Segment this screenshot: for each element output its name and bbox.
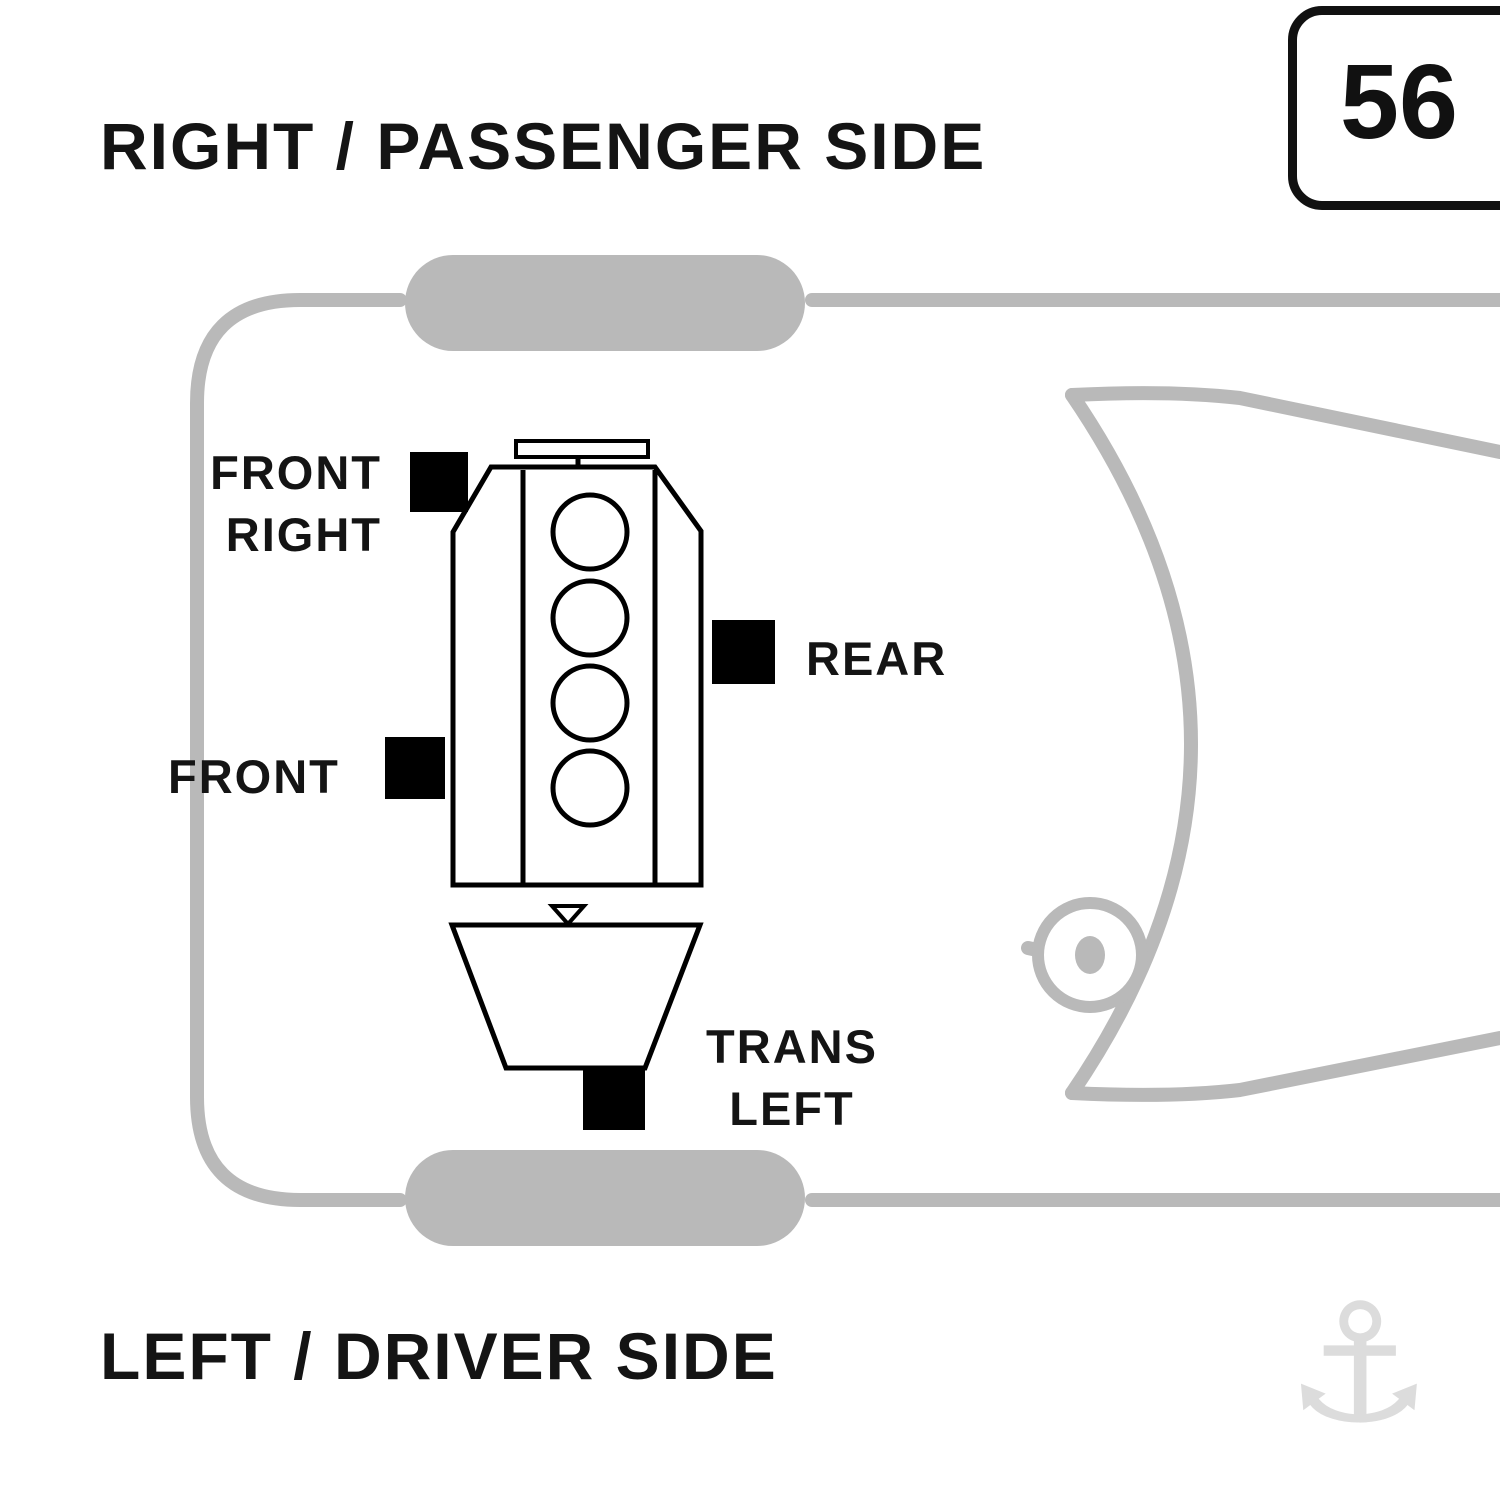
engine-assembly [448,439,704,1071]
title-left-driver-side: LEFT / DRIVER SIDE [100,1319,778,1393]
car-body-left [190,293,407,1207]
diagram-number-box [1288,6,1500,210]
rear-mount [712,620,775,684]
trans-left-mount [583,1068,645,1130]
rear-mount-label: REAR [806,632,948,685]
cylinder-1 [550,492,630,572]
cylinder-3 [550,663,630,743]
car-hood-edge-bottom [1065,1031,1500,1102]
car-hood-edge-top [1065,386,1500,459]
front-mount-label: FRONT [168,750,340,803]
diagram-number: 56 [1340,43,1458,161]
transmission [448,922,704,1071]
wheel-bottom [405,1150,805,1246]
front-right-mount [410,452,468,512]
trans-left-mount-label-line1: TRANS [706,1020,878,1073]
cylinder-4 [550,748,630,828]
title-right-passenger-side: RIGHT / PASSENGER SIDE [100,109,987,183]
cylinder-2 [550,578,630,658]
mount-squares [385,452,775,1130]
hub-dot [1075,936,1105,974]
car-outline [190,293,1500,1207]
front-right-mount-label: FRONT RIGHT [140,442,382,566]
pulley-bar [514,439,650,459]
wheel-top [405,255,805,351]
front-mount [385,737,445,799]
trans-input-mark [547,904,589,928]
front-right-mount-label-line1: FRONT [210,446,382,499]
trans-left-mount-label: TRANS LEFT [690,1016,894,1140]
front-right-mount-label-line2: RIGHT [225,508,382,561]
trans-left-mount-label-line2: LEFT [729,1082,855,1135]
anchor-watermark-icon: ⚓ [1285,1268,1433,1460]
